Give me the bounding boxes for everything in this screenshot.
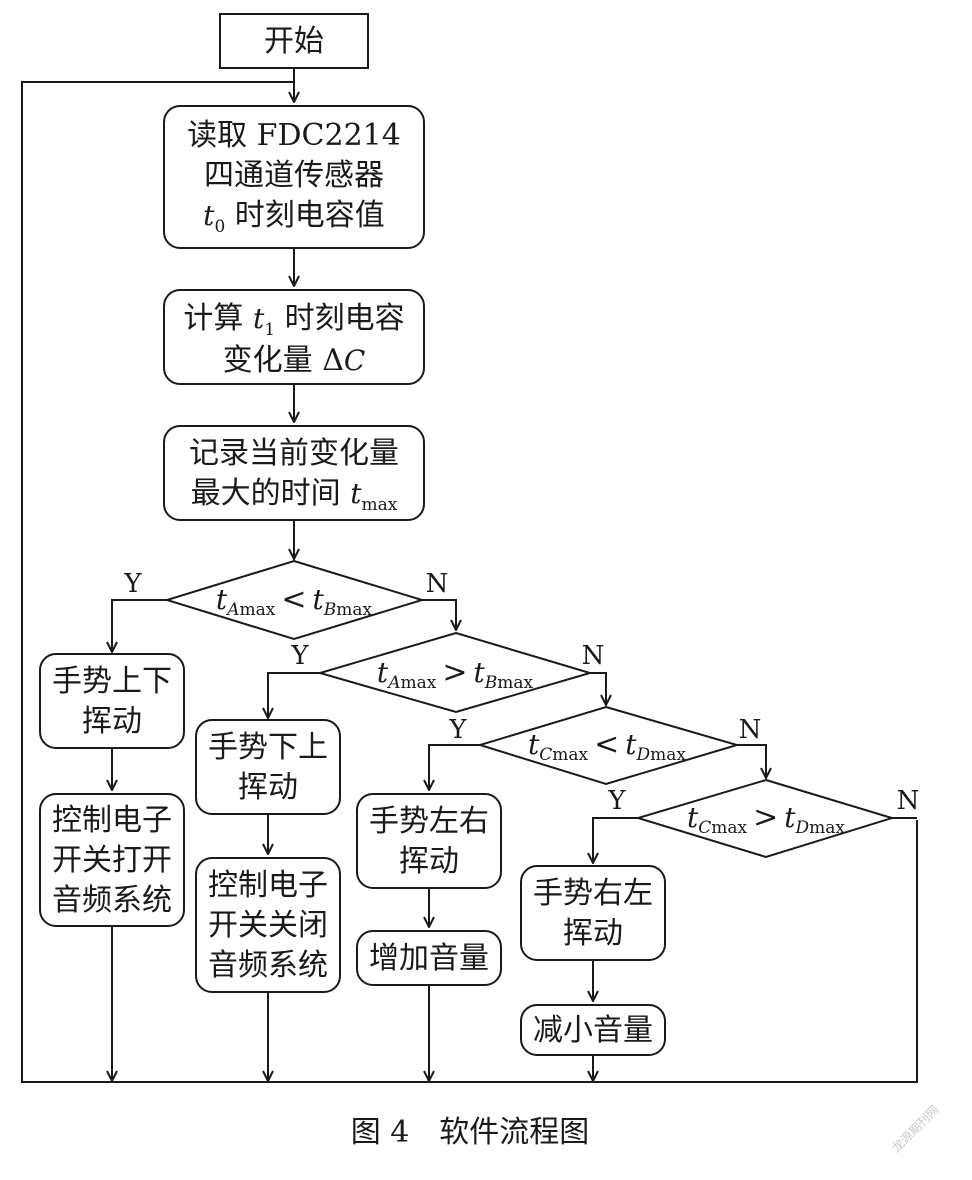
record-line1: 记录当前变化量 bbox=[189, 436, 399, 471]
read-line1: 读取 FDC2214 bbox=[187, 118, 401, 153]
decision-4-no: N bbox=[897, 786, 920, 816]
branch-1-action-line3: 音频系统 bbox=[52, 883, 172, 918]
calc-line2: 变化量 ΔC bbox=[223, 343, 366, 378]
decision-3-condition: tCmax<tDmax bbox=[528, 727, 686, 765]
start-label: 开始 bbox=[264, 24, 324, 59]
decision-4: tCmax>tDmax Y N bbox=[607, 778, 920, 859]
branch-4-action-line1: 减小音量 bbox=[533, 1013, 653, 1048]
arrow-d2-yes bbox=[268, 672, 320, 718]
decision-2-no: N bbox=[582, 641, 605, 671]
decision-3-no: N bbox=[739, 715, 762, 745]
record-max-time-node: 记录当前变化量 最大的时间 tmax bbox=[163, 425, 425, 521]
branch-4-action-box bbox=[520, 1004, 666, 1056]
branch-3: 手势左右 挥动 增加音量 bbox=[356, 793, 502, 986]
branch-2-gesture-line2: 挥动 bbox=[238, 770, 298, 805]
branch-2-action-line2: 开关关闭 bbox=[208, 908, 328, 943]
arrow-d2-no bbox=[590, 672, 606, 705]
arrow-d4-yes bbox=[593, 817, 638, 863]
branch-3-action-box bbox=[356, 930, 502, 986]
branch-1-gesture-line1: 手势上下 bbox=[52, 664, 172, 699]
record-line2: 最大的时间 tmax bbox=[191, 476, 398, 515]
branch-1-gesture-box bbox=[39, 653, 185, 749]
arrow-d3-no bbox=[737, 744, 766, 778]
decision-2: tAmax>tBmax Y N bbox=[290, 631, 605, 714]
decision-2-condition: tAmax>tBmax bbox=[377, 655, 534, 693]
decision-1: tAmax<tBmax Y N bbox=[123, 559, 449, 641]
read-line2: 四通道传感器 bbox=[204, 158, 384, 193]
branch-2-action-line1: 控制电子 bbox=[208, 868, 328, 903]
branch-3-gesture-box bbox=[356, 793, 502, 889]
branch-1-gesture-line2: 挥动 bbox=[82, 704, 142, 739]
connectors bbox=[21, 68, 918, 1083]
arrow-d1-no bbox=[422, 599, 456, 630]
loop-back-line bbox=[21, 81, 918, 1083]
start-node: 开始 bbox=[219, 13, 369, 69]
branch-3-gesture-line2: 挥动 bbox=[399, 844, 459, 879]
decision-2-yes: Y bbox=[290, 641, 309, 671]
decision-4-yes: Y bbox=[607, 786, 626, 816]
arrow-d3-yes bbox=[429, 744, 480, 790]
branch-4: 手势右左 挥动 减小音量 bbox=[520, 865, 666, 1056]
branch-1-action-line2: 开关打开 bbox=[52, 843, 172, 878]
decision-4-condition: tCmax>tDmax bbox=[687, 800, 845, 838]
branch-2-gesture-box bbox=[195, 719, 341, 815]
arrow-d1-yes bbox=[112, 599, 167, 652]
branch-2-action-box bbox=[195, 857, 341, 993]
read-capacitance-node: 读取 FDC2214 四通道传感器 t0 时刻电容值 bbox=[163, 105, 425, 249]
decision-1-yes: Y bbox=[123, 569, 142, 599]
read-line3: t0 时刻电容值 bbox=[203, 198, 385, 237]
calc-change-node: 计算 t1 时刻电容 变化量 ΔC bbox=[163, 289, 425, 385]
branch-3-gesture-line1: 手势左右 bbox=[369, 804, 489, 839]
branch-4-gesture-line2: 挥动 bbox=[563, 916, 623, 951]
branch-2: 手势下上 挥动 控制电子 开关关闭 音频系统 bbox=[195, 719, 341, 993]
branch-4-gesture-line1: 手势右左 bbox=[533, 876, 653, 911]
branch-4-gesture-box bbox=[520, 865, 666, 961]
branch-1: 手势上下 挥动 控制电子 开关打开 音频系统 bbox=[39, 653, 185, 927]
branch-1-action-box bbox=[39, 793, 185, 927]
branch-3-action-line1: 增加音量 bbox=[369, 941, 489, 976]
branch-1-action-line1: 控制电子 bbox=[52, 803, 172, 838]
decision-1-no: N bbox=[426, 569, 449, 599]
decision-1-condition: tAmax<tBmax bbox=[216, 582, 373, 620]
branch-2-action-line3: 音频系统 bbox=[208, 948, 328, 983]
decision-3: tCmax<tDmax Y N bbox=[448, 705, 762, 786]
figure-caption: 图 4 软件流程图 bbox=[351, 1115, 590, 1150]
decision-3-yes: Y bbox=[448, 715, 467, 745]
calc-line1: 计算 t1 时刻电容 bbox=[183, 301, 404, 340]
branch-2-gesture-line1: 手势下上 bbox=[208, 730, 328, 765]
